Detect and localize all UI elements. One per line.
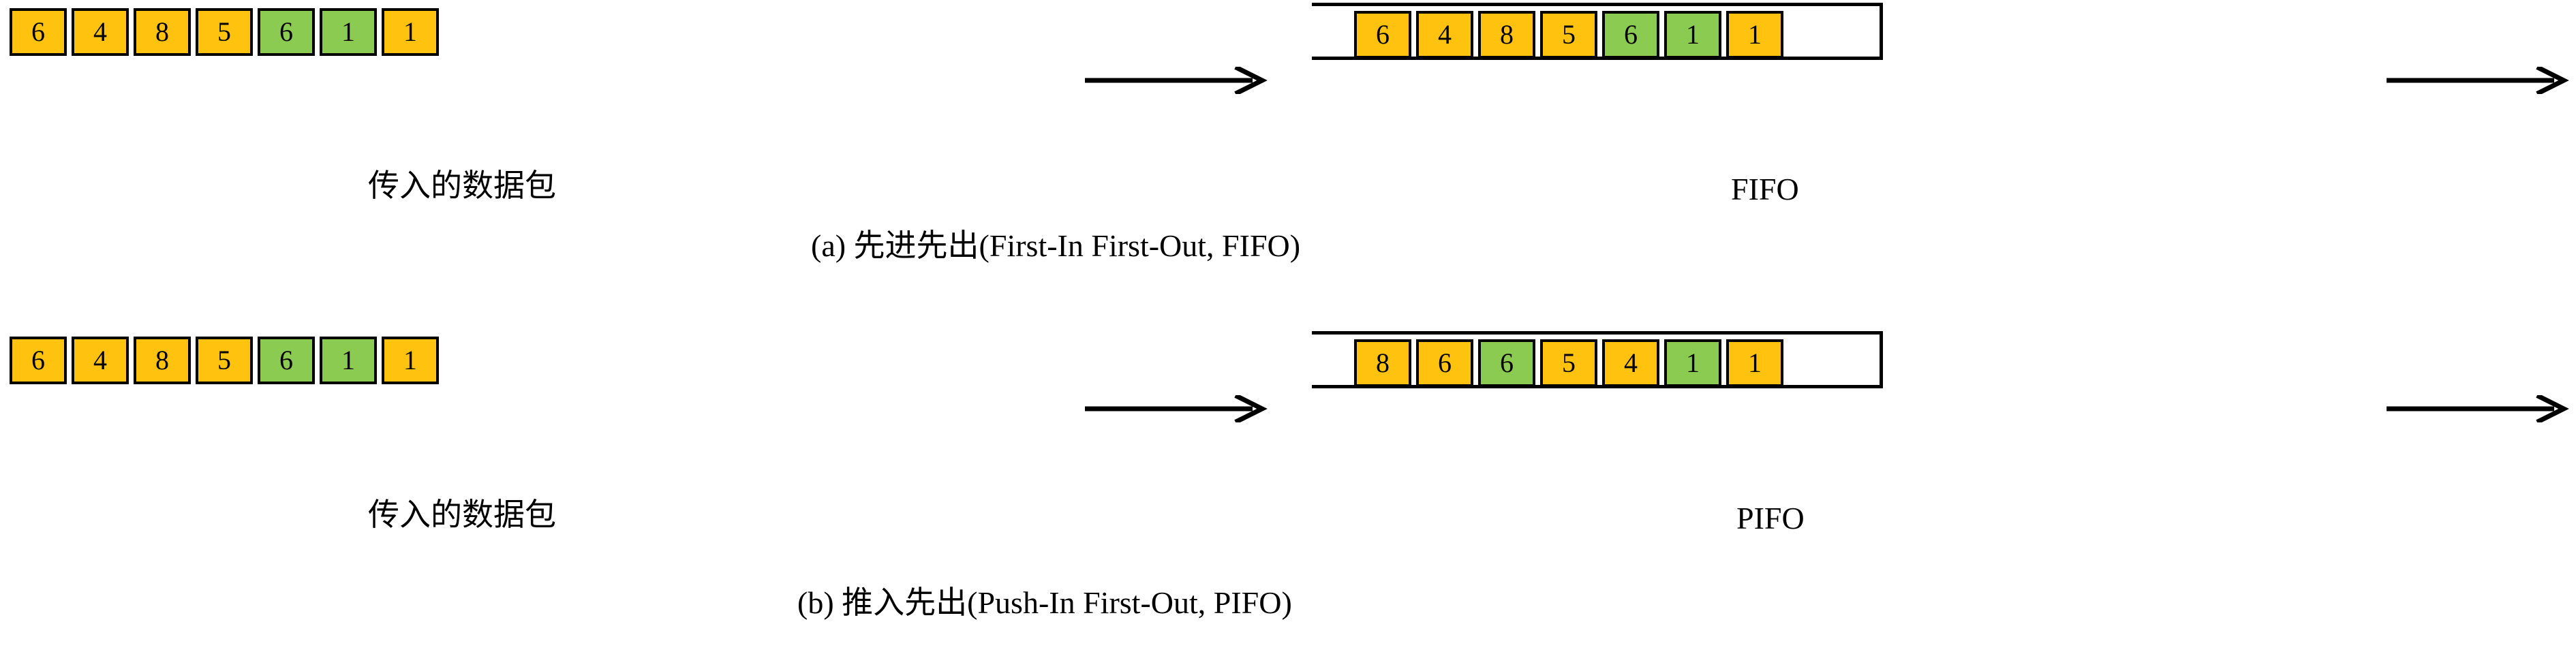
- incoming-fifo-packet-0: 6: [10, 8, 67, 56]
- incoming-pifo-packet-3: 5: [196, 337, 253, 384]
- enqueue-arrow-pifo: [1085, 395, 1268, 422]
- fifo-queue-packet-1: 4: [1416, 11, 1473, 59]
- pifo-queue-packet-2: 6: [1478, 339, 1535, 387]
- incoming-fifo-packet-6: 1: [382, 8, 439, 56]
- fifo-queue-packet-5: 1: [1664, 11, 1721, 59]
- incoming-pifo-packet-4: 6: [258, 337, 315, 384]
- fifo-queue-packet-2: 8: [1478, 11, 1535, 59]
- pifo-queue-packet-5: 1: [1664, 339, 1721, 387]
- incoming-pifo-packet-2: 8: [134, 337, 191, 384]
- pifo-queue-packet-3: 5: [1540, 339, 1597, 387]
- incoming-packets-label-pifo: 传入的数据包: [368, 497, 556, 532]
- incoming-fifo-packet-1: 4: [72, 8, 129, 56]
- pifo-queue-packet-1: 6: [1416, 339, 1473, 387]
- pifo-queue-packet-4: 4: [1602, 339, 1659, 387]
- fifo-queue-packet-6: 1: [1726, 11, 1783, 59]
- incoming-pifo-packet-5: 1: [320, 337, 377, 384]
- dequeue-arrow-pifo: [2387, 395, 2569, 422]
- incoming-pifo-packet-1: 4: [72, 337, 129, 384]
- fifo-queue-packet-4: 6: [1602, 11, 1659, 59]
- dequeue-arrow-fifo: [2387, 67, 2569, 94]
- subfigure-caption-b: (b) 推入先出(Push-In First-Out, PIFO): [797, 585, 1292, 620]
- pifo-queue-label: PIFO: [1736, 501, 1805, 535]
- incoming-pifo-packet-0: 6: [10, 337, 67, 384]
- incoming-fifo-packet-4: 6: [258, 8, 315, 56]
- pifo-queue-packet-6: 1: [1726, 339, 1783, 387]
- pifo-queue-packet-0: 8: [1354, 339, 1411, 387]
- fifo-queue-packet-3: 5: [1540, 11, 1597, 59]
- fifo-queue-packet-0: 6: [1354, 11, 1411, 59]
- incoming-fifo-packet-3: 5: [196, 8, 253, 56]
- incoming-packets-label-fifo: 传入的数据包: [368, 168, 556, 203]
- incoming-pifo-packet-6: 1: [382, 337, 439, 384]
- incoming-fifo-packet-2: 8: [134, 8, 191, 56]
- enqueue-arrow-fifo: [1085, 67, 1268, 94]
- incoming-fifo-packet-5: 1: [320, 8, 377, 56]
- subfigure-caption-a: (a) 先进先出(First-In First-Out, FIFO): [811, 228, 1301, 263]
- fifo-queue-label: FIFO: [1731, 172, 1799, 206]
